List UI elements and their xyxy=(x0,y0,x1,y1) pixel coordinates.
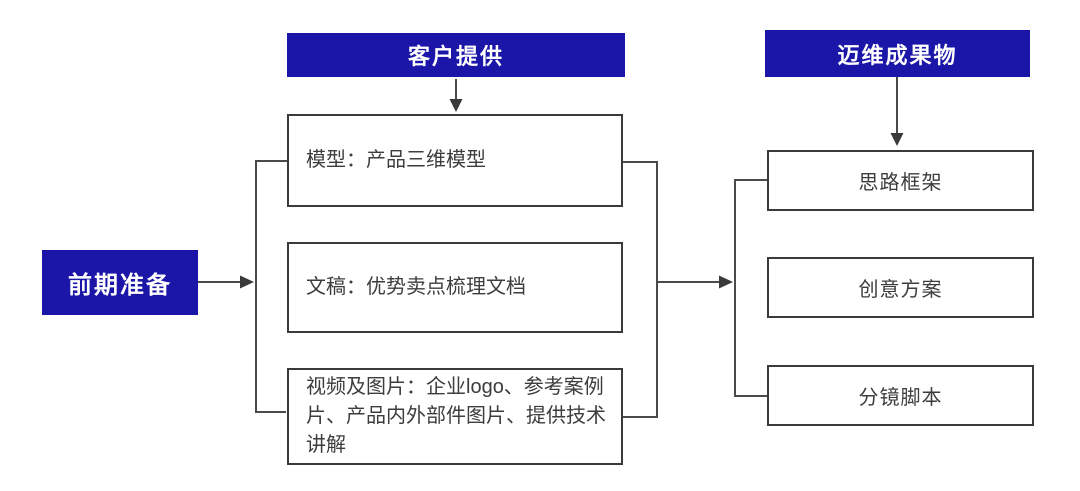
middle-right-bracket xyxy=(622,161,733,418)
header-maiwei-deliverables: 迈维成果物 xyxy=(765,30,1030,77)
node-video-and-images: 视频及图片：企业logo、参考案例片、产品内外部件图片、提供技术讲解 xyxy=(287,368,623,465)
right-left-bracket xyxy=(734,179,767,397)
edge-deliverable-header-down-arrow xyxy=(890,77,904,146)
node-creative-plan: 创意方案 xyxy=(767,257,1034,318)
node-document-selling-points-label: 文稿：优势卖点梳理文档 xyxy=(306,276,526,298)
node-storyboard-script-label: 分镜脚本 xyxy=(858,387,943,409)
node-creative-plan-label: 创意方案 xyxy=(858,279,943,301)
node-preliminary-preparation: 前期准备 xyxy=(42,250,198,315)
node-video-and-images-label: 视频及图片：企业logo、参考案例片、产品内外部件图片、提供技术讲解 xyxy=(306,376,606,456)
edge-customer-header-down-arrow xyxy=(449,79,463,112)
header-maiwei-deliverables-label: 迈维成果物 xyxy=(837,42,958,68)
header-customer-provides-label: 客户提供 xyxy=(407,44,504,69)
node-idea-framework-label: 思路框架 xyxy=(858,172,943,194)
node-document-selling-points: 文稿：优势卖点梳理文档 xyxy=(287,242,623,333)
middle-left-bracket xyxy=(255,160,287,413)
edge-prep-to-middle-bracket xyxy=(198,275,254,289)
header-customer-provides: 客户提供 xyxy=(287,33,625,77)
node-preliminary-preparation-label: 前期准备 xyxy=(68,272,172,299)
node-idea-framework: 思路框架 xyxy=(767,150,1034,211)
node-storyboard-script: 分镜脚本 xyxy=(767,365,1034,426)
node-model-3d: 模型：产品三维模型 xyxy=(287,114,623,207)
node-model-3d-label: 模型：产品三维模型 xyxy=(306,149,486,171)
